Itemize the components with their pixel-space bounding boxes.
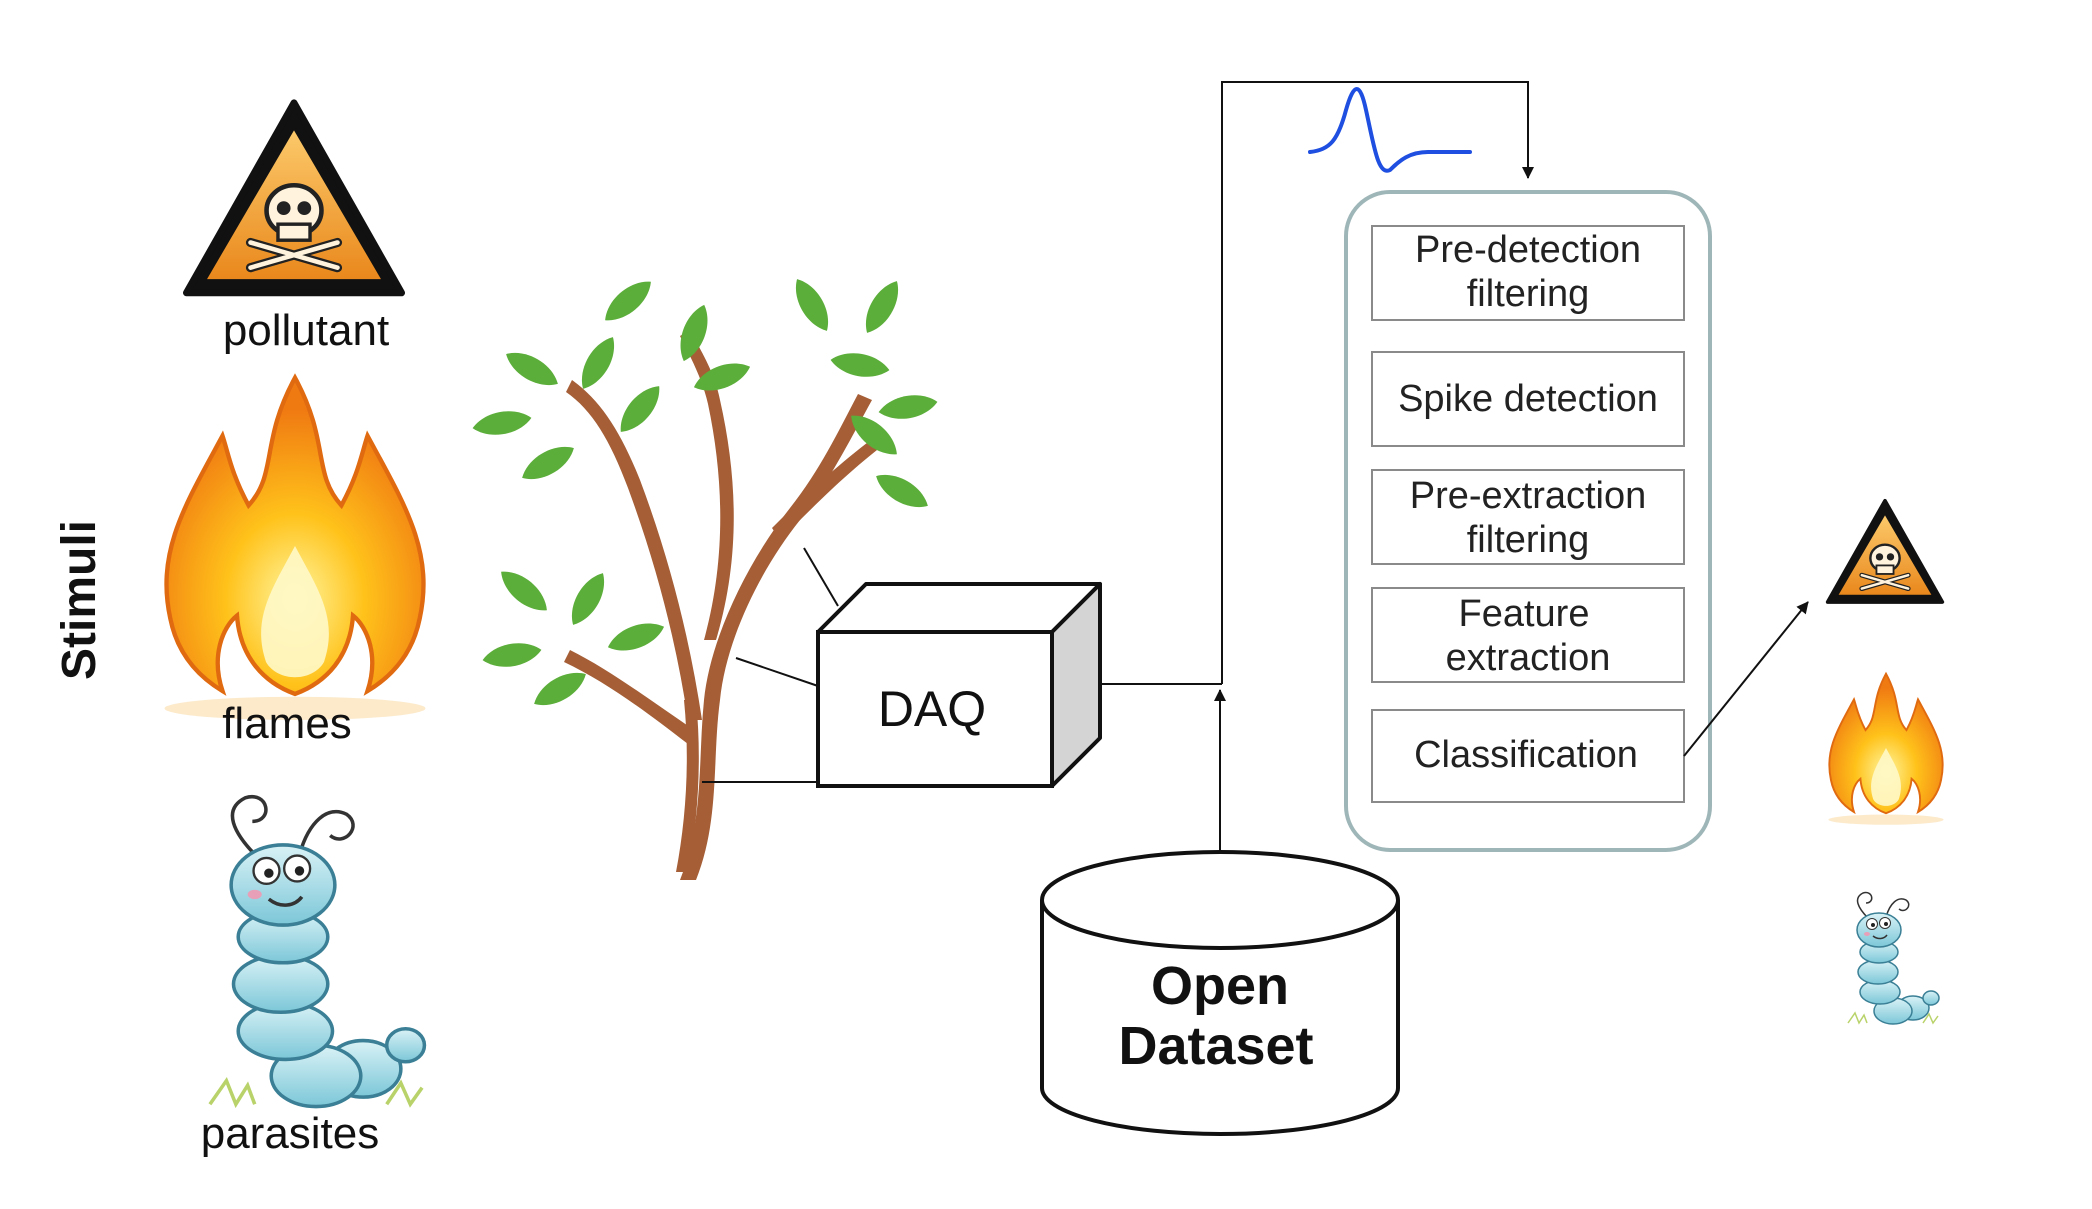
step-text: Feature xyxy=(1459,593,1590,635)
daq-box: DAQ xyxy=(816,582,1102,788)
step-text: extraction xyxy=(1446,637,1611,679)
dataset-label-line2: Dataset xyxy=(1118,1016,1313,1076)
output-flame-icon xyxy=(1827,672,1945,826)
spike-waveform xyxy=(1308,87,1472,173)
step-text: Pre-extraction xyxy=(1410,475,1647,517)
pipeline-step-classification: Classification xyxy=(1371,709,1685,803)
flames-flame-icon xyxy=(165,378,426,720)
step-text: filtering xyxy=(1467,273,1590,315)
step-text: Classification xyxy=(1414,734,1638,776)
pollutant-hazard-icon xyxy=(186,103,401,293)
stimulus-label-flames: flames xyxy=(222,699,352,748)
step-text: filtering xyxy=(1467,519,1590,561)
plant-tree-icon xyxy=(470,273,940,880)
stimuli-heading: Stimuli xyxy=(53,520,106,680)
output-caterpillar-icon xyxy=(1847,891,1940,1025)
dataset-label-line1: Open xyxy=(1151,956,1289,1016)
step-text: Spike detection xyxy=(1398,378,1658,420)
classification-output-arrow xyxy=(1683,601,1809,757)
parasites-caterpillar-icon xyxy=(208,794,427,1109)
pipeline-step-pre-extraction-filtering: Pre-extraction filtering xyxy=(1371,469,1685,565)
daq-label: DAQ xyxy=(878,681,986,737)
step-text: Pre-detection xyxy=(1415,229,1641,271)
output-hazard-skull-icon xyxy=(1828,501,1943,602)
pipeline-step-spike-detection: Spike detection xyxy=(1371,351,1685,447)
pipeline-step-pre-detection-filtering: Pre-detection filtering xyxy=(1371,225,1685,321)
stimulus-label-parasites: parasites xyxy=(201,1109,380,1158)
electrode-wires xyxy=(702,547,839,783)
open-dataset-cylinder: Open Dataset xyxy=(1040,850,1400,1136)
stimulus-label-pollutant: pollutant xyxy=(223,306,389,355)
pipeline-step-feature-extraction: Feature extraction xyxy=(1371,587,1685,683)
